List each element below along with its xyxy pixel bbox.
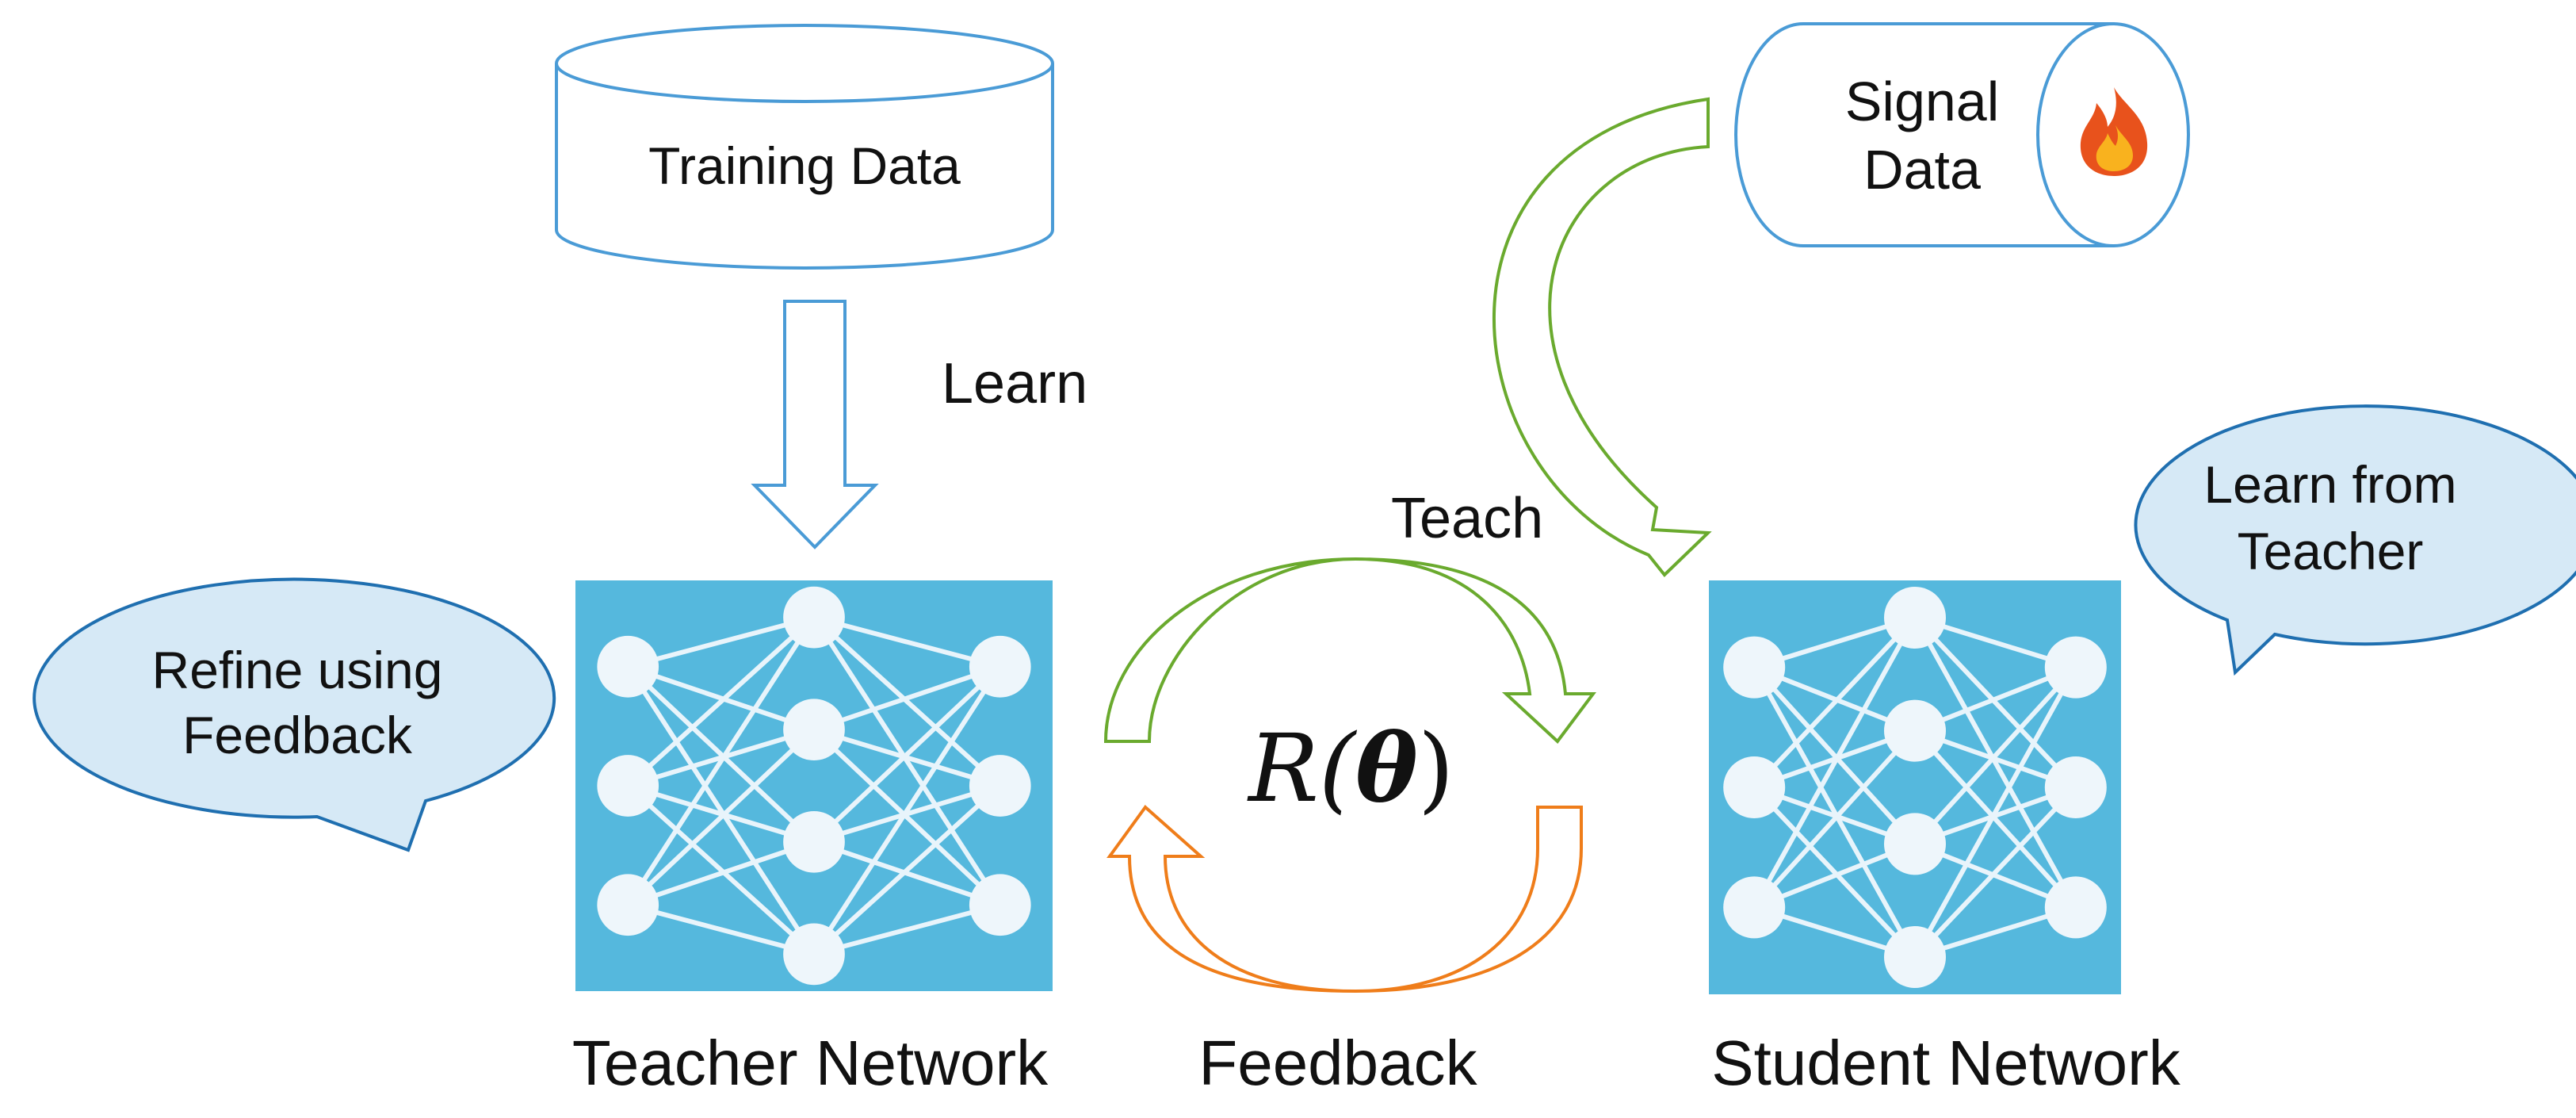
teacher-network-edge (812, 665, 1003, 956)
feedback-loop: R(θ) Feedback (1103, 557, 1596, 1098)
signal-data-label-line1: Signal (1845, 71, 2000, 132)
training-data-cylinder: Training Data (555, 24, 1054, 270)
student-network-label: Student Network (1711, 1028, 2180, 1098)
teacher-speech-bubble: Refine using Feedback (32, 577, 556, 852)
loop-formula-suffix: ) (1418, 714, 1454, 823)
student-network-edge (1913, 785, 2077, 959)
training-data-cylinder-body (555, 63, 1054, 270)
learn-arrow: Learn (751, 300, 1087, 549)
student-network-edge (1752, 615, 1917, 790)
loop-formula-prefix: R( (1247, 714, 1358, 823)
student-network-node (1723, 636, 1786, 699)
student-speech-bubble: Learn from Teacher (2134, 404, 2576, 676)
teach-arrow: Teach (1391, 97, 1712, 577)
teacher-network-node (783, 810, 845, 873)
teacher-network-node (969, 635, 1031, 698)
learn-arrow-shape (751, 300, 879, 549)
teach-arrow-shape (1492, 97, 1712, 577)
student-network-edge (1752, 666, 1917, 959)
student-network: Student Network (1709, 580, 2181, 1098)
feedback-label: Feedback (1198, 1028, 1477, 1098)
student-network-edge (1752, 616, 1917, 909)
loop-formula-symbol: θ (1355, 713, 1418, 823)
teacher-network-edge (627, 839, 815, 908)
teacher-network-edge (627, 783, 815, 844)
teacher-bubble-shape (32, 577, 556, 852)
teacher-network: Teacher Network (572, 580, 1053, 1098)
teacher-network-node (597, 874, 659, 936)
teacher-network-edge (626, 615, 816, 788)
teacher-network-edge (625, 615, 816, 906)
teacher-network-node (783, 923, 845, 986)
student-network-node (2044, 876, 2107, 939)
teacher-bubble-line1: Refine using (152, 641, 443, 699)
fire-icon-inner (2096, 125, 2133, 171)
teacher-network-node (597, 755, 659, 817)
signal-data-label-line2: Data (1863, 139, 1981, 201)
student-network-edge (1913, 616, 2078, 909)
teach-label: Teach (1391, 487, 1543, 550)
teacher-network-edge (812, 615, 1002, 788)
teacher-network-node (969, 755, 1031, 817)
training-data-cylinder-top (555, 24, 1054, 103)
teach-loop-arrow (1103, 557, 1596, 744)
teacher-network-edge (627, 664, 815, 733)
student-network-edge (1752, 785, 1917, 959)
teacher-network-edge (813, 664, 1001, 733)
training-data-label: Training Data (648, 136, 961, 195)
teacher-network-node (783, 699, 845, 761)
student-network-edge (1752, 665, 1917, 846)
teacher-network-edge (627, 902, 815, 957)
teacher-network-edge (625, 665, 816, 956)
teacher-network-edge (812, 728, 1002, 907)
teacher-bubble-line2: Feedback (182, 706, 413, 764)
student-network-node (1723, 756, 1786, 818)
student-network-node (1723, 876, 1786, 939)
student-network-nodes (1723, 586, 2107, 989)
student-network-node (1884, 586, 1946, 649)
teacher-network-node (597, 635, 659, 698)
student-bubble-line2: Teacher (2238, 522, 2424, 580)
teacher-network-edge (813, 615, 1001, 669)
teacher-network-edge (813, 902, 1001, 957)
teacher-network-edge (627, 615, 815, 669)
teacher-network-edge (626, 664, 816, 844)
learn-label: Learn (942, 352, 1087, 415)
signal-data-cylinder-body (1734, 22, 2113, 247)
signal-data-cylinder: Signal Data (1734, 22, 2190, 247)
teacher-network-edge (626, 783, 816, 956)
teacher-network-edge (812, 783, 1002, 956)
student-bubble-line1: Learn from (2203, 455, 2456, 514)
teacher-network-edge (812, 664, 1002, 844)
teacher-network-edge (626, 728, 816, 907)
student-network-edge (1913, 615, 2077, 790)
teacher-network-node (783, 586, 845, 649)
teacher-network-label: Teacher Network (572, 1028, 1049, 1098)
student-network-node (2044, 756, 2107, 818)
student-network-edge (1913, 665, 2078, 846)
student-network-edge (1913, 666, 2078, 959)
loop-formula: R(θ) (1247, 713, 1454, 823)
teacher-network-edge (813, 839, 1001, 908)
teacher-network-edge (813, 727, 1001, 788)
fire-icon (2080, 87, 2148, 176)
student-network-node (2044, 636, 2107, 699)
teacher-network-nodes (597, 586, 1031, 986)
student-bubble-shape (2134, 404, 2576, 676)
student-network-node (1884, 926, 1946, 989)
student-network-edge (1752, 729, 1917, 909)
teacher-network-edge (812, 615, 1003, 906)
teacher-network-edges (625, 615, 1003, 957)
student-network-node (1884, 813, 1946, 875)
teacher-network-node (969, 874, 1031, 936)
student-network-node (1884, 699, 1946, 762)
feedback-loop-arrow (1106, 805, 1583, 994)
student-network-edge (1913, 729, 2078, 909)
